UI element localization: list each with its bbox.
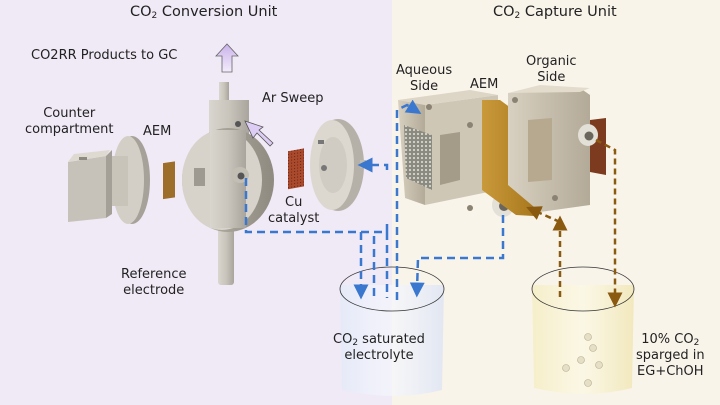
counter-aem-membrane bbox=[163, 161, 175, 200]
capture-aem-label: AEM bbox=[470, 77, 499, 92]
cathode-endplate bbox=[310, 119, 366, 211]
organic-flow-lines bbox=[526, 138, 623, 308]
capture-unit-title: CO2 Capture Unit bbox=[493, 4, 617, 21]
conversion-unit-title: CO2 Conversion Unit bbox=[130, 4, 278, 21]
up-arrow-icon bbox=[215, 43, 239, 73]
electrolyte-beaker bbox=[339, 266, 445, 396]
conversion-aem-label: AEM bbox=[143, 124, 172, 139]
diagonal-arrow-icon bbox=[244, 120, 274, 147]
counter-compartment bbox=[68, 136, 150, 224]
cu-catalyst bbox=[288, 148, 304, 190]
co2-bubbles bbox=[562, 333, 603, 387]
conversion-cell bbox=[182, 82, 274, 285]
ar-sweep-label: Ar Sweep bbox=[262, 91, 324, 106]
organic-side-block bbox=[508, 85, 606, 212]
electrolyte-flow-lines bbox=[244, 99, 505, 300]
organic-beaker bbox=[531, 266, 635, 394]
products-to-gc-label: CO2RR Products to GC bbox=[31, 48, 178, 63]
